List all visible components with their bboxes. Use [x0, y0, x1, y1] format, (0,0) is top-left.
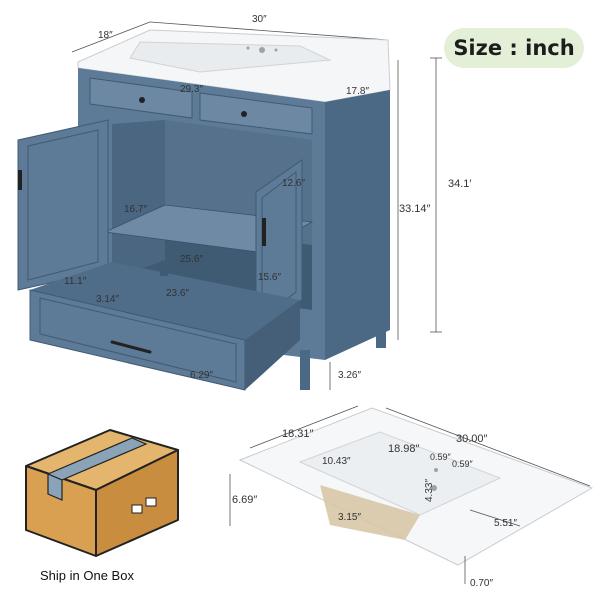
vanity-width-label: 30″ [252, 14, 267, 25]
overall-height-label: 34.1′ [448, 178, 472, 190]
top-depth-label: 17.8″ [346, 86, 370, 97]
inner-height-label: 15.6″ [258, 272, 282, 283]
drawer-side-label: 3.14″ [96, 294, 120, 305]
shelf-depth-label: 16.7″ [124, 204, 148, 215]
leg-height-label: 3.26″ [338, 370, 362, 381]
drawer-depth-label: 11.1″ [64, 276, 87, 287]
basin-width-label: 18.98″ [388, 443, 420, 455]
size-unit-badge: Size : inch [444, 28, 584, 68]
ship-box-caption: Ship in One Box [40, 568, 134, 583]
basin-depth-label: 10.43″ [322, 456, 351, 467]
corner-label: 3.15″ [338, 512, 362, 523]
shelf-width-label: 25.6″ [180, 254, 204, 265]
faucet-offset-label: 4.33″ [424, 478, 436, 503]
side-label: 5.51″ [494, 518, 518, 529]
sink-width-label: 30.00″ [456, 433, 488, 445]
thickness-label: 0.70″ [470, 578, 494, 589]
hole-left-label: 0.59″ [430, 452, 451, 462]
sink-height-label: 6.69″ [232, 494, 258, 506]
drawer-inner-width-label: 23.6″ [166, 288, 190, 299]
drawer-height-label: 6.29″ [190, 370, 214, 381]
vanity-dimension-lines [71, 21, 442, 390]
vanity-depth-label: 18″ [98, 30, 113, 41]
hole-right-label: 0.59″ [452, 459, 473, 469]
door-inner-label: 12.6″ [282, 178, 306, 189]
drawer-width-label: 29.3″ [180, 84, 204, 95]
sink-depth-label: 18.31″ [282, 428, 314, 440]
sink-dimension-lines [229, 405, 591, 584]
cabinet-height-label: 33.14″ [399, 203, 431, 215]
